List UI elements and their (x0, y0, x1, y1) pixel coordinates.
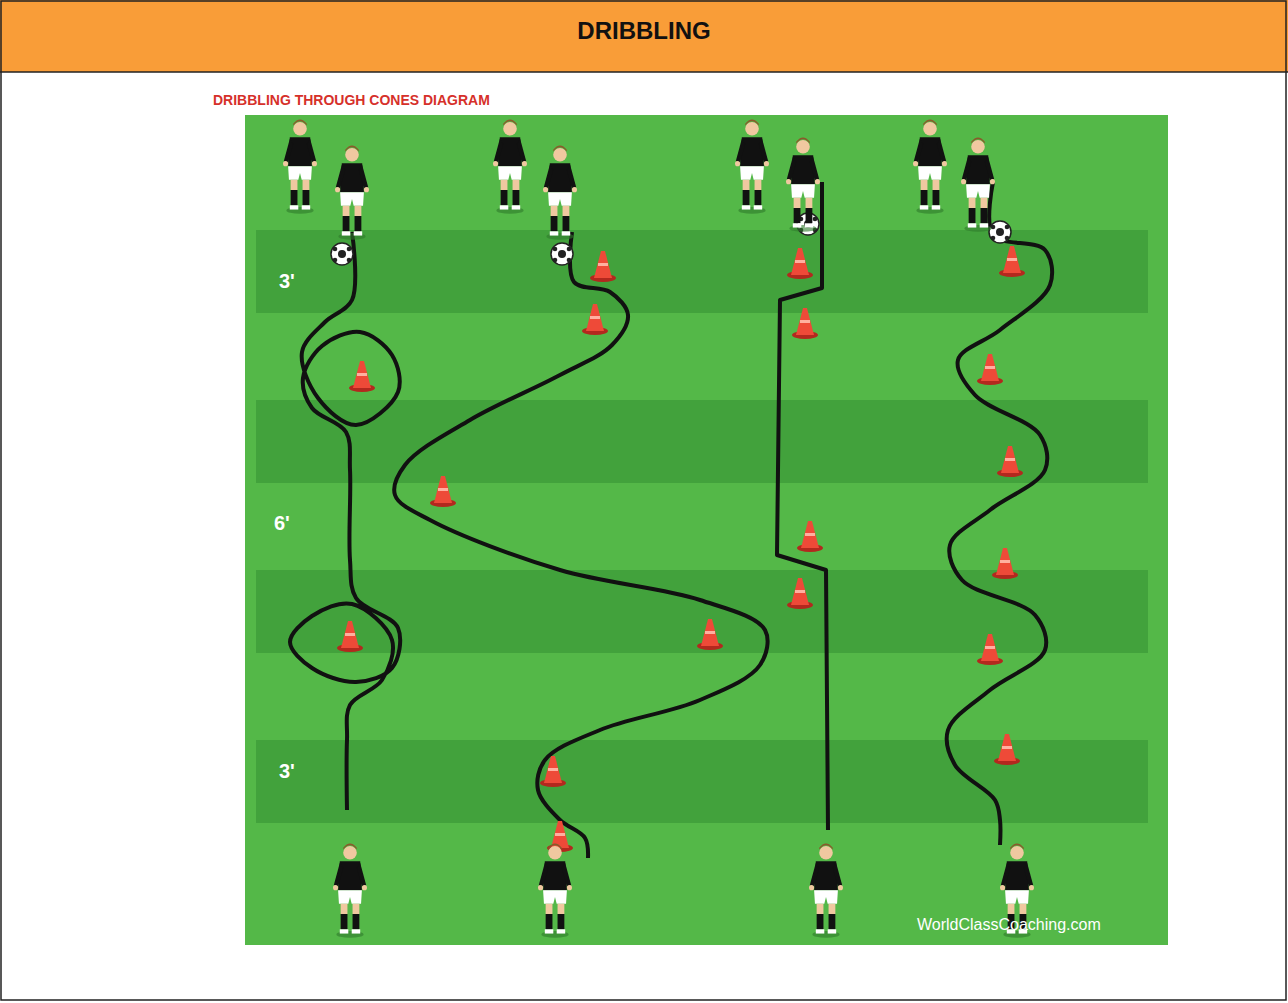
player (538, 843, 572, 937)
player (283, 119, 317, 213)
player (786, 137, 820, 231)
player (809, 843, 843, 937)
player (543, 145, 577, 239)
cone (547, 821, 573, 852)
player (913, 119, 947, 213)
player (735, 119, 769, 213)
header-band (0, 0, 1288, 72)
cone (787, 248, 813, 279)
cone (697, 619, 723, 650)
pitch-stripe (256, 570, 1148, 653)
cone (797, 521, 823, 552)
dimension-label: 3' (279, 270, 295, 293)
soccer-ball (551, 243, 573, 265)
cone (430, 476, 456, 507)
cone (349, 361, 375, 392)
cone (977, 354, 1003, 385)
watermark: WorldClassCoaching.com (917, 916, 1101, 934)
cone (590, 251, 616, 282)
dimension-label: 3' (279, 760, 295, 783)
cone (997, 446, 1023, 477)
player (333, 843, 367, 937)
soccer-ball (989, 221, 1011, 243)
dribble-path (777, 182, 828, 830)
dribble-path (394, 232, 767, 858)
pitch (245, 115, 1168, 945)
soccer-ball (331, 243, 353, 265)
header-rule (0, 71, 1288, 73)
pitch-stripe (256, 740, 1148, 823)
cone (977, 634, 1003, 665)
cone (582, 304, 608, 335)
cone (787, 578, 813, 609)
diagram-heading: DRIBBLING THROUGH CONES DIAGRAM (213, 92, 490, 108)
page-title: DRIBBLING (0, 17, 1288, 45)
player (493, 119, 527, 213)
cone (540, 756, 566, 787)
cone (337, 621, 363, 652)
player (335, 145, 369, 239)
player (961, 137, 995, 231)
cone (992, 548, 1018, 579)
dribble-path (947, 182, 1052, 845)
dimension-label: 6' (274, 512, 290, 535)
cone (994, 734, 1020, 765)
cone (792, 308, 818, 339)
dribble-path (290, 232, 400, 810)
pitch-stripe (256, 400, 1148, 483)
cone (999, 246, 1025, 277)
